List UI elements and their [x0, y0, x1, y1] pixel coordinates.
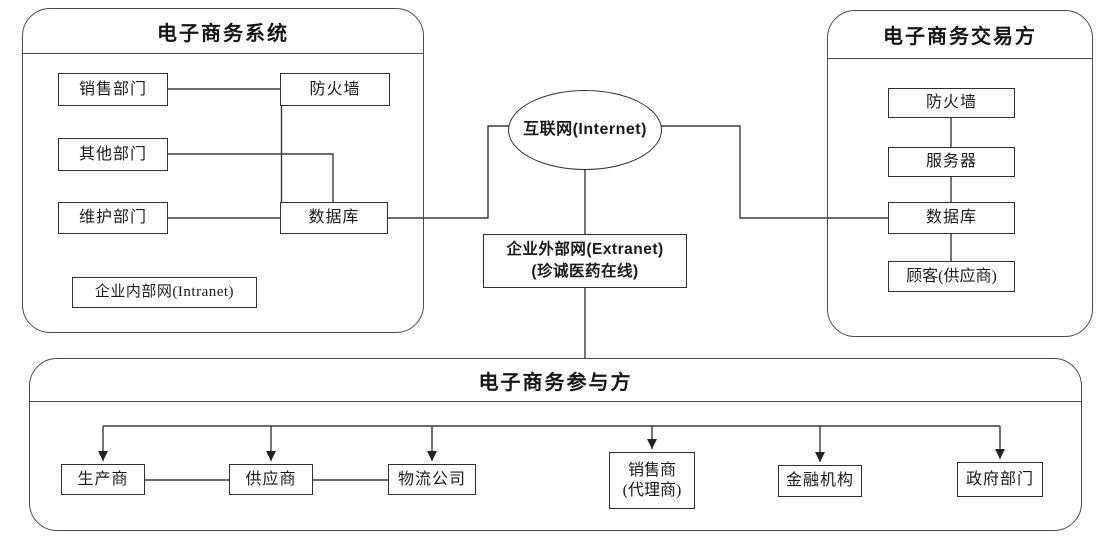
- node-other-dept-label: 其他部门: [78, 145, 147, 163]
- group-title-ecommerce-trading-party: 电子商务交易方: [828, 11, 1092, 59]
- node-firewall-left-label: 防火墙: [309, 80, 361, 98]
- node-seller-agent: 销售商 (代理商): [609, 452, 695, 509]
- node-maintenance-dept-label: 维护部门: [78, 209, 147, 226]
- node-database-right: 数据库: [888, 202, 1015, 234]
- node-government-dept: 政府部门: [957, 462, 1043, 497]
- node-seller-line2: (代理商): [622, 481, 682, 499]
- node-supplier-label: 供应商: [245, 470, 297, 488]
- node-server-label: 服务器: [925, 153, 977, 170]
- node-database-left: 数据库: [280, 202, 388, 234]
- node-financial-label: 金融机构: [785, 472, 854, 489]
- node-other-dept: 其他部门: [58, 138, 168, 171]
- node-customer-supplier-label: 顾客(供应商): [906, 267, 997, 285]
- node-firewall-left: 防火墙: [280, 73, 390, 106]
- node-logistics: 物流公司: [388, 464, 476, 495]
- group-title-ecommerce-participants: 电子商务参与方: [30, 359, 1081, 402]
- node-producer-label: 生产商: [77, 470, 129, 488]
- node-supplier: 供应商: [229, 464, 313, 495]
- node-extranet-line1: 企业外部网(Extranet): [506, 240, 664, 258]
- node-seller-line1: 销售商: [627, 461, 676, 479]
- node-internet-ellipse: 互联网(Internet): [508, 90, 662, 170]
- node-sales-dept-label: 销售部门: [78, 80, 147, 98]
- group-title-ecommerce-system: 电子商务系统: [23, 9, 423, 54]
- node-producer: 生产商: [61, 464, 145, 495]
- group-ecommerce-participants: 电子商务参与方: [29, 358, 1082, 531]
- node-sales-dept: 销售部门: [58, 73, 168, 106]
- node-customer-supplier: 顾客(供应商): [888, 261, 1015, 292]
- node-firewall-right: 防火墙: [888, 88, 1015, 118]
- node-logistics-label: 物流公司: [397, 470, 466, 488]
- node-firewall-right-label: 防火墙: [925, 94, 977, 111]
- node-extranet: 企业外部网(Extranet) (珍诚医药在线): [483, 234, 687, 288]
- node-maintenance-dept: 维护部门: [58, 202, 168, 234]
- node-intranet-label: 企业内部网(Intranet): [94, 284, 235, 301]
- node-extranet-line2: (珍诚医药在线): [531, 263, 639, 280]
- node-database-left-label: 数据库: [308, 209, 360, 226]
- node-database-right-label: 数据库: [925, 209, 977, 226]
- node-government-label: 政府部门: [965, 470, 1034, 488]
- node-server: 服务器: [888, 147, 1015, 177]
- node-intranet: 企业内部网(Intranet): [72, 277, 257, 308]
- node-financial-institution: 金融机构: [778, 465, 862, 497]
- node-internet-label: 互联网(Internet): [523, 121, 647, 138]
